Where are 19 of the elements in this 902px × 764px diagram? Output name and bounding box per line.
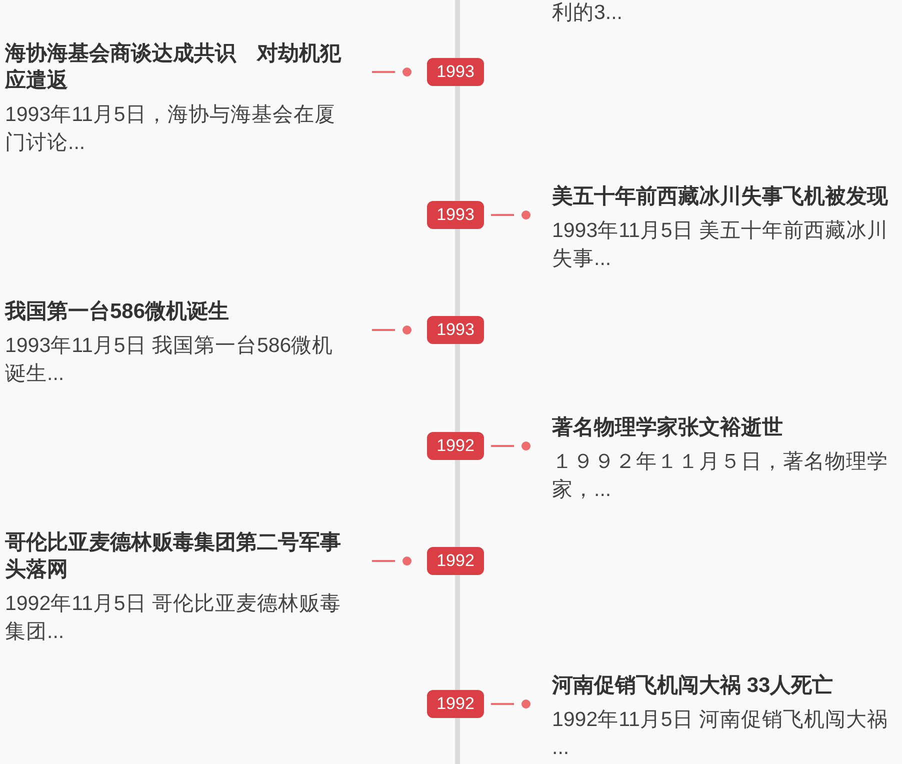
year-badge: 1993	[427, 316, 484, 344]
event-summary: 利的3...	[552, 1, 622, 25]
event-title: 海协海基会商谈达成共识 对劫机犯应遣返	[5, 40, 342, 94]
year-badge: 1992	[427, 690, 484, 718]
event-summary: 1993年11月5日 美五十年前西藏冰川失事...	[552, 218, 889, 272]
event-title: 哥伦比亚麦德林贩毒集团第二号军事头落网	[5, 530, 342, 583]
event-summary: 1993年11月5日，海协与海基会在厦门讨论...	[5, 102, 336, 156]
event-title: 我国第一台586微机诞生	[5, 299, 230, 325]
year-badge: 1992	[427, 547, 484, 575]
year-badge: 1993	[427, 201, 484, 229]
event-title: 河南促销飞机闯大祸 33人死亡	[552, 672, 834, 699]
event-title: 美五十年前西藏冰川失事飞机被发现	[552, 184, 888, 210]
event-title: 著名物理学家张文裕逝世	[552, 414, 783, 441]
event-summary: １９９２年１１月５日，著名物理学家，...	[552, 449, 889, 503]
event-summary: 1993年11月5日 我国第一台586微机诞生...	[5, 333, 334, 387]
year-badge: 1993	[427, 58, 484, 86]
event-summary: 1992年11月5日 哥伦比亚麦德林贩毒集团...	[5, 591, 342, 645]
event-summary: 1992年11月5日 河南促销飞机闯大祸 ...	[552, 707, 889, 761]
year-badge: 1992	[427, 432, 484, 460]
